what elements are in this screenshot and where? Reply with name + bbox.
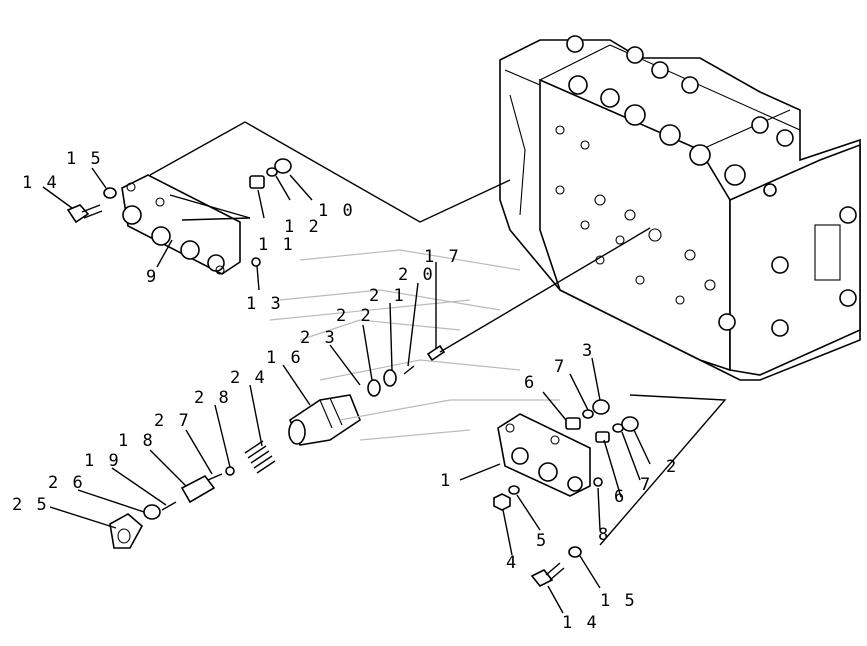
callouts: 1 4 1 5 9 1 0 1 2 1 1 1 3 2 0 1 7 2 1 2 …	[12, 149, 678, 633]
callout-15-upper: 1 5	[66, 149, 103, 169]
plug-6-a	[565, 417, 581, 430]
callout-15-lower: 1 5	[600, 591, 637, 611]
plug-13	[251, 257, 261, 267]
oring-22	[383, 369, 397, 387]
callout-16: 1 6	[266, 348, 303, 368]
callout-17: 1 7	[424, 247, 461, 267]
callout-7-lower: 7	[640, 475, 652, 495]
ball-28	[225, 466, 235, 476]
lower-cover-1	[497, 413, 591, 497]
leader-lines	[42, 167, 651, 614]
plug-10	[274, 158, 292, 174]
oring-5	[508, 485, 520, 495]
relief-valve-16	[288, 394, 361, 446]
callout-14-upper: 1 4	[22, 173, 59, 193]
washer-15-upper	[103, 187, 117, 199]
plug-8	[593, 477, 603, 487]
plug-11	[249, 175, 265, 189]
callout-2: 2	[666, 457, 678, 477]
plug-2	[621, 416, 639, 432]
callout-21: 2 1	[369, 286, 406, 306]
oring-26	[143, 504, 161, 520]
bolt-14-upper	[66, 204, 103, 224]
plug-6-b	[595, 431, 610, 443]
adjuster-18	[180, 473, 223, 504]
callout-5: 5	[536, 531, 548, 551]
callout-23: 2 3	[300, 328, 337, 348]
callout-9: 9	[146, 267, 158, 287]
plug-4	[493, 493, 511, 511]
washer-15-lower	[568, 546, 582, 558]
callout-6-lower: 6	[614, 487, 626, 507]
oring-23	[367, 379, 381, 397]
callout-26: 2 6	[48, 473, 85, 493]
callout-14-lower: 1 4	[562, 613, 599, 633]
upper-cover-9	[121, 174, 241, 275]
callout-24: 2 4	[230, 368, 267, 388]
oring-7-a	[582, 409, 594, 419]
callout-12: 1 2	[284, 217, 321, 237]
plug-25	[109, 513, 144, 549]
callout-11-upper: 1 1	[258, 235, 295, 255]
callout-6-upper: 6	[524, 373, 536, 393]
callout-13: 1 3	[246, 294, 283, 314]
callout-4: 4	[506, 553, 518, 573]
callout-3: 3	[582, 341, 594, 361]
oring-12	[266, 167, 278, 177]
assembly-lines	[149, 121, 727, 546]
bolt-14-lower	[530, 562, 565, 588]
callout-22: 2 2	[336, 306, 373, 326]
callout-27: 2 7	[154, 411, 191, 431]
callout-25: 2 5	[12, 495, 49, 515]
poppet-17	[426, 344, 446, 362]
callout-19: 1 9	[84, 451, 121, 471]
callout-1: 1	[440, 471, 452, 491]
callout-10: 1 0	[318, 201, 355, 221]
callout-28: 2 8	[194, 388, 231, 408]
callout-20: 2 0	[398, 265, 435, 285]
callout-8: 8	[598, 525, 610, 545]
control-valve-block	[499, 35, 861, 381]
plug-3	[592, 399, 610, 415]
callout-18: 1 8	[118, 431, 155, 451]
callout-7-upper: 7	[554, 357, 566, 377]
pin-21	[403, 365, 415, 375]
nut-19	[161, 501, 177, 511]
spring-24	[244, 440, 276, 474]
